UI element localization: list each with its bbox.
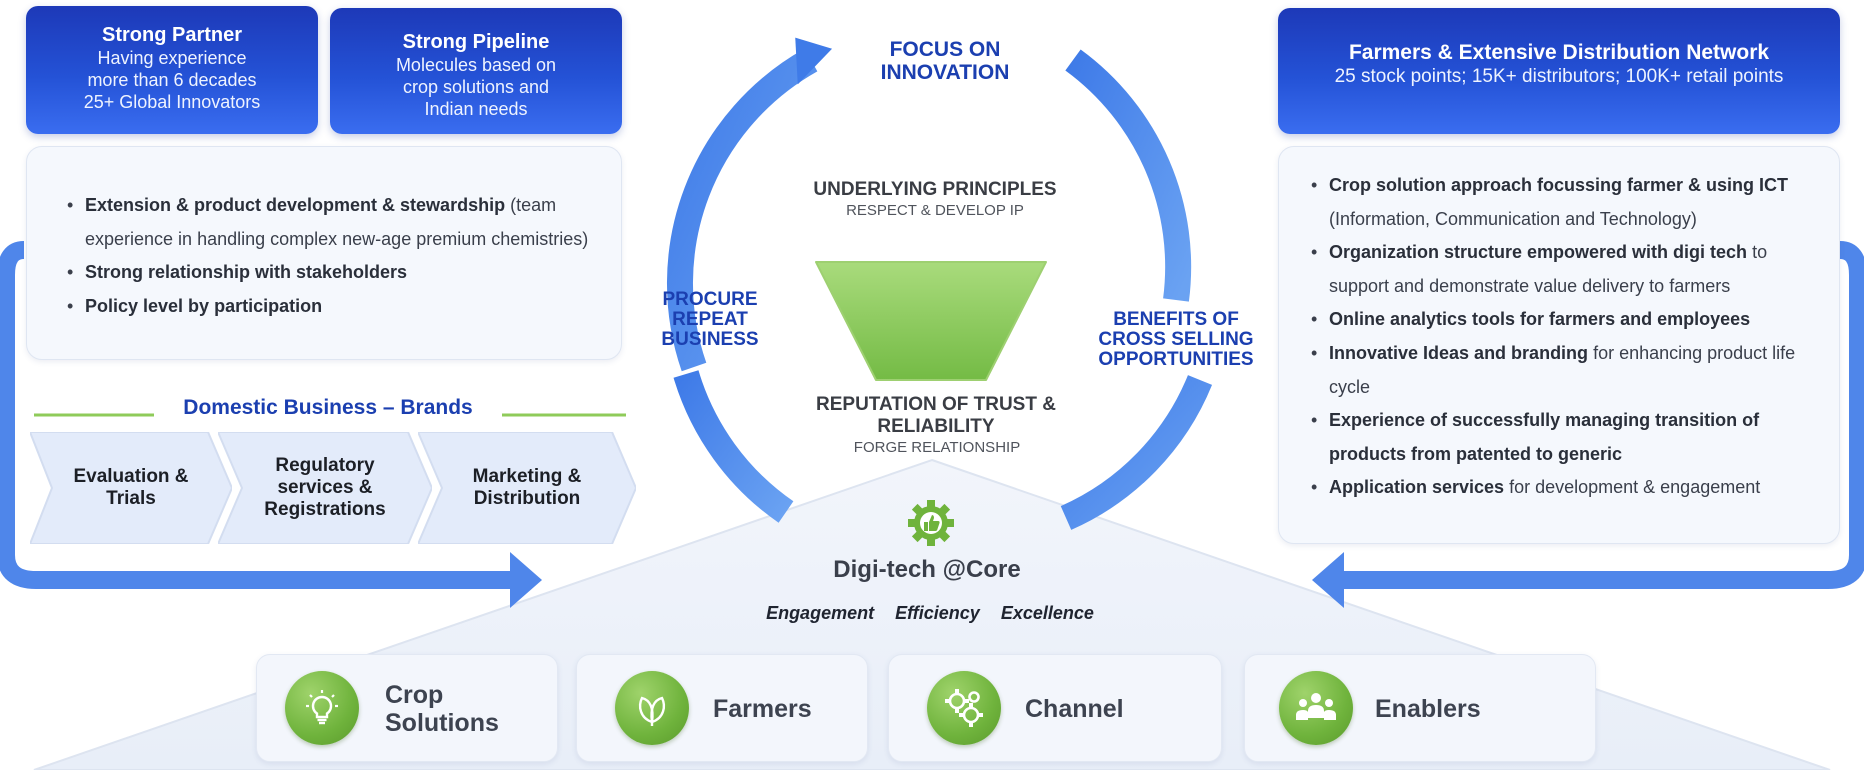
strong-partner-line: more than 6 decades [87, 70, 257, 90]
right-loop-arrowhead [1312, 552, 1344, 608]
left-capabilities-panel: Extension & product development & stewar… [26, 146, 622, 360]
gear-thumbs-up-icon [908, 500, 954, 546]
right-capabilities-list: Crop solution approach focussing farmer … [1307, 169, 1823, 505]
list-item: Experience of successfully managing tran… [1307, 404, 1823, 471]
chevron-label: Marketing & Distribution [472, 466, 582, 509]
channel-card: Channel [888, 654, 1222, 762]
list-item: Crop solution approach focussing farmer … [1307, 169, 1823, 236]
left-loop-arrow [0, 241, 514, 589]
crop-solutions-card: Crop Solutions [256, 654, 558, 762]
card-label: Farmers [713, 695, 812, 723]
cycle-arrowhead-top [795, 37, 833, 85]
strong-pipeline-line: crop solutions and [402, 77, 550, 97]
underlying-principles-sub: RESPECT & DEVELOP IP [846, 202, 1024, 219]
enablers-card: Enablers [1244, 654, 1596, 762]
chevron-label: Evaluation & Trials [73, 466, 189, 509]
list-item: Extension & product development & stewar… [63, 189, 603, 256]
left-loop-arrowhead [510, 552, 542, 608]
list-item: Online analytics tools for farmers and e… [1307, 303, 1823, 337]
list-item: Application services for development & e… [1307, 471, 1823, 505]
left-capabilities-list: Extension & product development & stewar… [63, 189, 603, 323]
right-capabilities-panel: Crop solution approach focussing farmer … [1278, 146, 1840, 544]
reputation-title: REPUTATION OF TRUST & RELIABILITY [816, 394, 1056, 437]
trust-trapezoid [815, 261, 1047, 381]
list-item: Strong relationship with stakeholders [63, 256, 603, 290]
farmers-card: Farmers [576, 654, 868, 762]
core-pillar: Efficiency [895, 603, 980, 623]
distribution-network-box: Farmers & Extensive Distribution Network… [1278, 8, 1840, 134]
strong-pipeline-title: Strong Pipeline [402, 31, 550, 53]
core-pillars: Engagement Efficiency Excellence [740, 603, 1120, 624]
card-label: Channel [1025, 695, 1124, 723]
core-pillar: Excellence [1000, 603, 1094, 623]
focus-on-innovation-label: FOCUS ON INNOVATION [880, 38, 1010, 84]
strong-pipeline-box: Strong Pipeline Molecules based on crop … [330, 8, 622, 134]
strong-pipeline-line: Molecules based on [395, 55, 557, 75]
card-label: Crop Solutions [385, 681, 499, 737]
lightbulb-icon [285, 671, 359, 745]
strong-partner-title: Strong Partner [101, 24, 243, 46]
underlying-principles-title: UNDERLYING PRINCIPLES [813, 179, 1057, 200]
list-item: Innovative Ideas and branding for enhanc… [1307, 337, 1823, 404]
chevron-label: Regulatory services & Registrations [264, 455, 386, 520]
strong-pipeline-line: Indian needs [424, 99, 528, 119]
core-pillar: Engagement [766, 603, 875, 623]
digi-tech-core-title: Digi-tech @Core [833, 556, 1021, 583]
cycle-arc-right [1065, 49, 1192, 302]
strong-partner-line: 25+ Global Innovators [83, 92, 261, 112]
strong-partner-box: Strong Partner Having experience more th… [26, 6, 318, 134]
list-item: Policy level by participation [63, 290, 603, 324]
cycle-arc-left-lower [673, 370, 794, 523]
card-label: Enablers [1375, 695, 1481, 723]
chevron-step: Marketing & Distribution [418, 432, 636, 544]
procure-repeat-business-label: PROCURE REPEAT BUSINESS [661, 289, 759, 350]
leaf-icon [615, 671, 689, 745]
cycle-arc-left [667, 48, 818, 372]
cycle-arc-right-lower [1060, 374, 1213, 530]
reputation-sub: FORGE RELATIONSHIP [853, 439, 1021, 456]
distribution-network-sub: 25 stock points; 15K+ distributors; 100K… [1334, 66, 1784, 87]
people-icon [1279, 671, 1353, 745]
cross-selling-label: BENEFITS OF CROSS SELLING OPPORTUNITIES [1098, 309, 1254, 370]
strong-partner-line: Having experience [97, 48, 247, 68]
list-item: Organization structure empowered with di… [1307, 236, 1823, 303]
gears-icon [927, 671, 1001, 745]
right-loop-arrow [1340, 241, 1864, 589]
chevron-step: Evaluation & Trials [30, 432, 232, 544]
distribution-network-title: Farmers & Extensive Distribution Network [1348, 41, 1770, 64]
chevron-step: Regulatory services & Registrations [218, 432, 432, 544]
domestic-business-title: Domestic Business – Brands [183, 396, 473, 419]
